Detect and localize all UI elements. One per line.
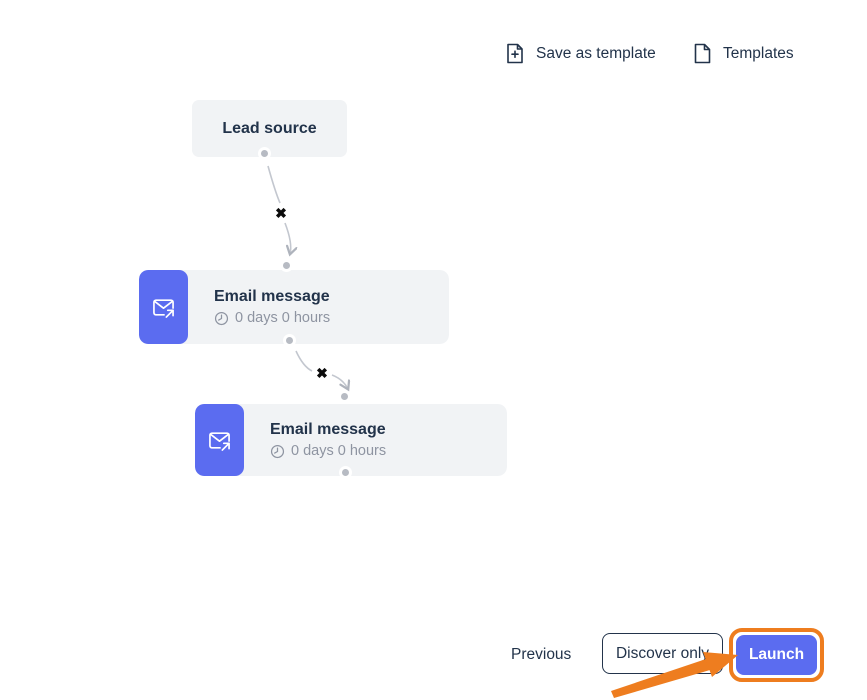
connector-dot[interactable] — [339, 466, 352, 479]
email-node-delay: 0 days 0 hours — [214, 310, 449, 326]
clock-icon — [214, 311, 229, 326]
email-node-body: Email message 0 days 0 hours — [235, 404, 507, 476]
templates-button[interactable]: Templates — [694, 43, 794, 64]
email-send-icon — [195, 404, 244, 476]
save-as-template-label: Save as template — [536, 44, 656, 62]
delete-edge-icon[interactable]: ✖ — [275, 205, 287, 221]
clock-icon — [270, 444, 285, 459]
delay-text: 0 days 0 hours — [291, 443, 387, 460]
email-node-body: Email message 0 days 0 hours — [179, 270, 449, 344]
templates-label: Templates — [723, 44, 794, 62]
launch-button[interactable]: Launch — [736, 635, 817, 675]
file-plus-icon — [506, 43, 524, 64]
connector-dot[interactable] — [280, 259, 293, 272]
email-message-node[interactable]: Email message 0 days 0 hours — [195, 404, 507, 476]
lead-source-node[interactable]: Lead source — [192, 100, 347, 157]
connector-dot[interactable] — [338, 390, 351, 403]
delay-text: 0 days 0 hours — [235, 310, 331, 327]
previous-button[interactable]: Previous — [511, 646, 572, 663]
launch-highlight-ring: Launch — [729, 628, 824, 682]
email-node-delay: 0 days 0 hours — [270, 443, 507, 459]
delete-edge-icon[interactable]: ✖ — [316, 365, 328, 381]
file-icon — [694, 43, 711, 64]
connector-dot[interactable] — [258, 147, 271, 160]
email-node-title: Email message — [214, 287, 330, 305]
connector-dot[interactable] — [283, 334, 296, 347]
email-node-title: Email message — [270, 420, 386, 438]
discover-only-button[interactable]: Discover only — [602, 633, 723, 674]
lead-source-title: Lead source — [222, 119, 317, 137]
email-send-icon — [139, 270, 188, 344]
email-message-node[interactable]: Email message 0 days 0 hours — [139, 270, 449, 344]
save-as-template-button[interactable]: Save as template — [506, 43, 656, 64]
